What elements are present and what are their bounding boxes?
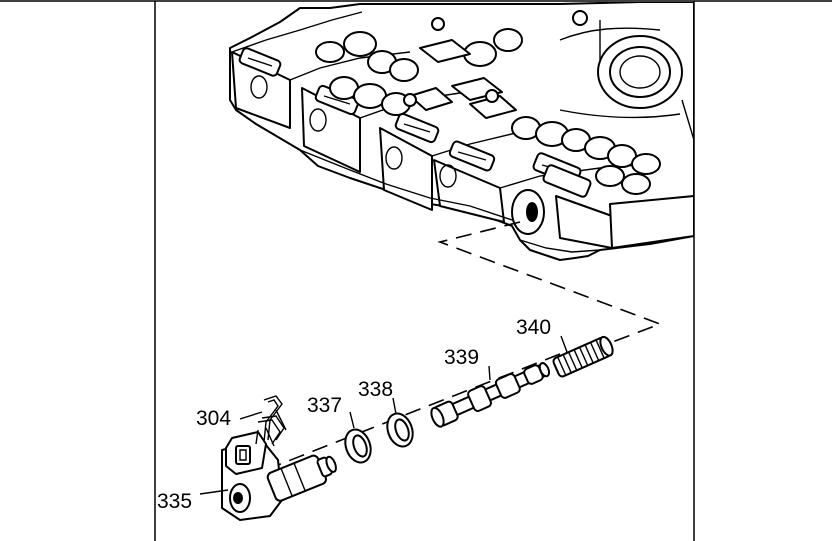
callout-340: 340 — [516, 316, 551, 339]
callout-304: 304 — [196, 407, 231, 430]
valve-body — [229, 2, 694, 261]
alignment-path-axis — [249, 353, 561, 477]
callout-labels: 340 339 338 337 304 335 — [157, 316, 551, 513]
retainer-clip-304 — [255, 395, 287, 447]
valve-spool-339 — [430, 362, 551, 428]
o-ring-337 — [344, 428, 372, 464]
solenoid-335 — [221, 431, 337, 521]
leader-lines — [199, 335, 568, 495]
callout-338: 338 — [358, 378, 393, 401]
callout-335: 335 — [157, 490, 192, 513]
callout-337: 337 — [307, 394, 342, 417]
o-ring-338 — [386, 412, 414, 448]
alignment-path — [437, 221, 663, 359]
callout-339: 339 — [444, 346, 479, 369]
spring-340 — [552, 335, 614, 378]
